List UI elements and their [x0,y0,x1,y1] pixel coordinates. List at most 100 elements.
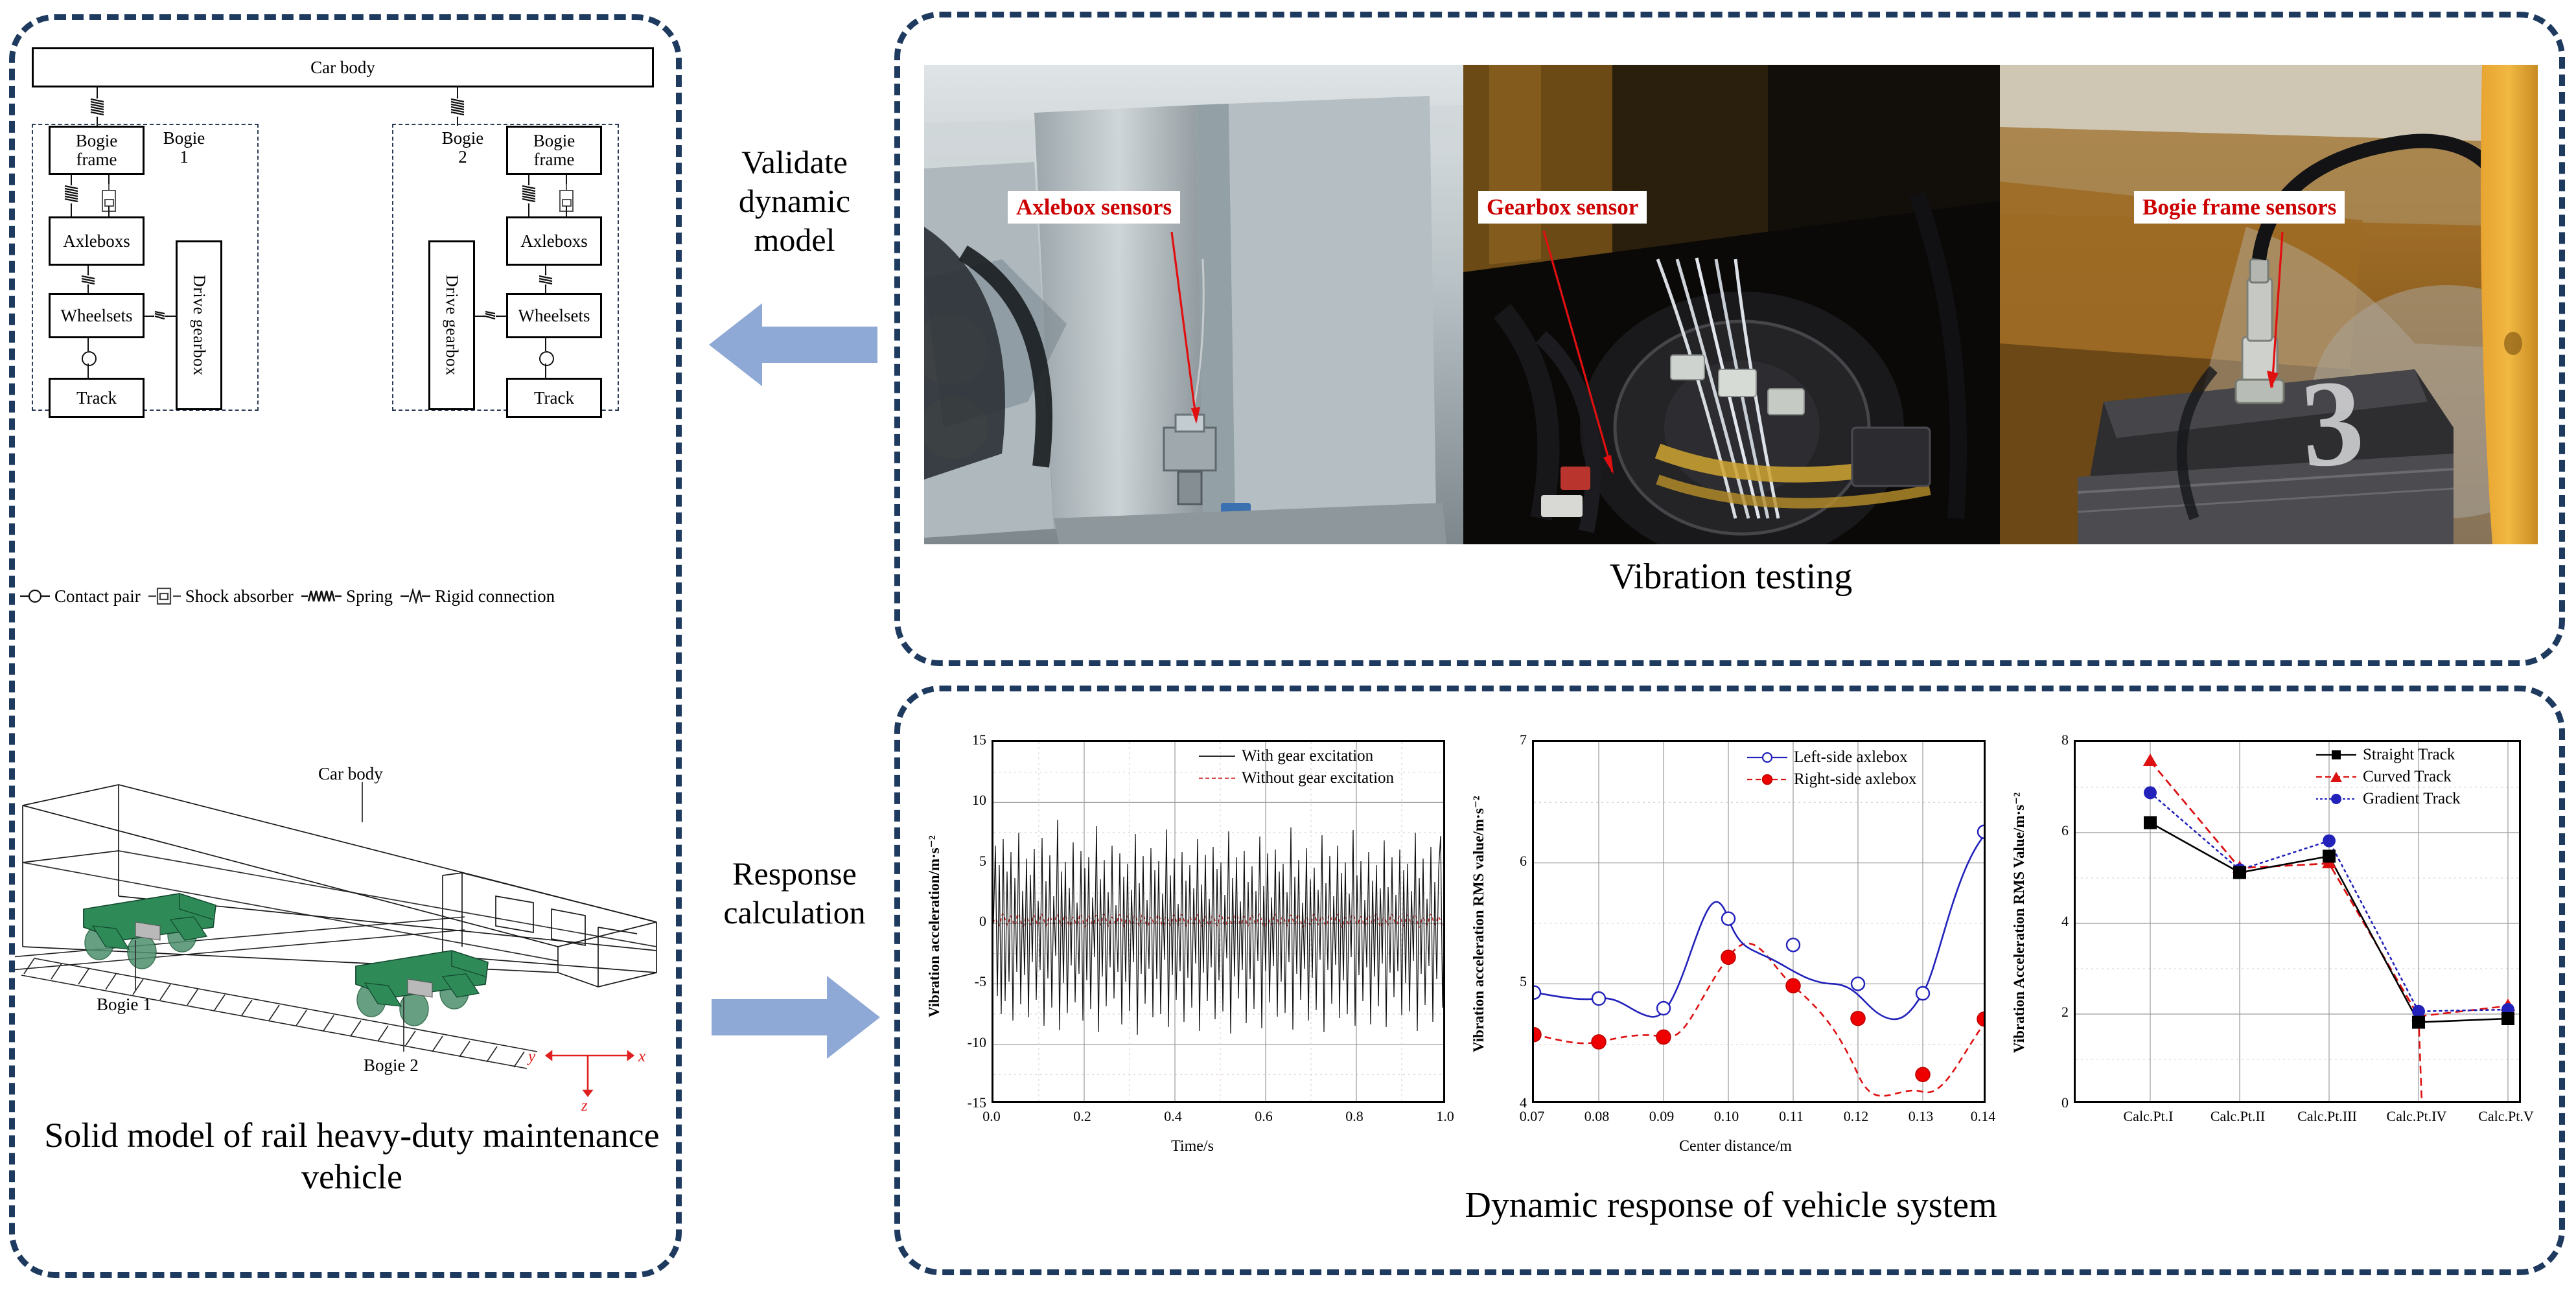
link-frame1-spring [71,175,72,185]
legend-item-rigid-connection: Rigid connection [400,586,555,607]
chart3-ytick-8: 8 [2061,732,2069,748]
response-connector-label: Response calculation [723,855,866,930]
chart2-legend-item-1: Right-side axlebox [1747,768,1917,791]
photo-tag-gearbox-sensor: Gearbox sensor [1479,192,1647,223]
chart2-ytick-4: 4 [1520,1094,1527,1111]
axis-label-x: x [638,1048,646,1065]
photo-bogie-frame-sensors: 3 Bogie frame sensors [2000,65,2538,544]
spring-icon-secondary-2 [450,97,465,119]
chart3-markers-straight [2144,816,2514,1029]
chart1-xlabel: Time/s [1171,1138,1214,1155]
photo-gearbox-art [1463,65,2000,544]
spring-icon-primary-2 [522,183,536,205]
arrow-left-icon [709,303,877,386]
link-rigid2-wheelset2 [545,286,546,293]
validate-connector-label: Validate dynamic model [738,144,851,258]
chart-time-history: Vibration acceleration/m·s⁻² [920,719,1465,1173]
link-damper1-axlebox1 [108,206,110,216]
legend-item-shock-absorber: Shock absorber [148,585,294,607]
chart-calc-point-rms: Vibration Acceleration RMS Value/m·s⁻² [2006,719,2544,1173]
legend-swatch-solid-black [1199,756,1235,757]
chart1-ytick--5: -5 [974,973,986,989]
chart3-ytick-6: 6 [2061,822,2069,838]
block-track-1: Track [49,378,145,418]
chart3-legend-item-0: Straight Track [2316,744,2461,766]
solid-label-car-body: Car body [318,764,383,783]
link-spring2-axlebox2 [528,205,529,216]
link-frame1-damper [108,175,110,185]
chart2-xtick-4: 0.11 [1779,1108,1804,1124]
rigid-connection-icon-2 [539,273,553,287]
block-drive-gearbox-1: Drive gearbox [176,240,222,410]
legend-label-shock-absorber: Shock absorber [185,586,294,606]
link-axlebox1-rigid [87,266,89,273]
spring-icon-secondary-1 [90,97,104,119]
chart2-markers-left [1534,824,1984,1016]
photo-bogie-frame-art: 3 [2000,65,2538,544]
link-gearbox2-out [475,316,485,317]
block-bogie-frame-2: Bogie frame [506,126,602,175]
chart2-ylabel: Vibration acceleration RMS value/m·s⁻² [1470,796,1487,1052]
rigid-connection-icon-1 [81,273,95,287]
link-spring1-axlebox1 [71,205,72,216]
block-wheelsets-1: Wheelsets [49,293,145,338]
chart2-legend-item-0: Left-side axlebox [1747,746,1917,768]
spring-icon-primary-1 [64,183,78,205]
chart2-xtick-2: 0.09 [1649,1108,1675,1124]
chart3-legend-item-1: Curved Track [2316,766,2461,788]
chart3-xtick-4: Calc.Pt.V [2478,1108,2534,1124]
link-frame2-damper [566,175,567,185]
link-spring2-frame2 [457,118,458,126]
model-panel-caption: Solid model of rail heavy-duty maintenan… [44,1116,660,1196]
chart2-ytick-7: 7 [1520,732,1527,748]
chart1-ytick--15: -15 [967,1094,986,1111]
bogie-2-group-label: Bogie 2 [441,128,484,167]
car-body-wireframe [22,784,657,988]
chart1-xtick-3: 0.6 [1255,1108,1273,1124]
link-damper2-axlebox2 [566,206,567,216]
bogie-1-group-boundary [32,124,259,411]
link-spring1-frame1 [97,118,98,126]
coordinate-axes-icon [544,1050,635,1098]
chart3-ytick-2: 2 [2061,1004,2069,1020]
legend-swatch-left-axlebox [1747,752,1787,763]
svg-text:3: 3 [2297,354,2367,494]
photo-tag-axlebox-sensors: Axlebox sensors [1008,192,1180,223]
validate-connector: Validate dynamic model [697,143,892,467]
chart1-ytick-5: 5 [979,853,986,869]
chart3-canvas [2076,742,2519,1101]
chart1-ytick-0: 0 [979,913,986,929]
link-gearbox2-wheelset [497,316,506,317]
link-carbody-bogie2 [457,87,458,98]
block-bogie-frame-1-text: Bogie frame [75,131,118,169]
model-panel: Car body Bogie Bogie frame Bogie 1 [9,14,682,1278]
photo-axlebox-sensors: Axlebox sensors [924,65,1463,544]
spring-icon [301,590,342,602]
chart1-legend-item-1: Without gear excitation [1199,767,1394,789]
link-wheelset2-contact [545,338,546,351]
solid-label-bogie-1: Bogie 1 [97,995,152,1014]
testing-photo-strip: Axlebox sensors [924,65,2538,544]
testing-panel-caption: Vibration testing [1609,557,1853,597]
chart1-plot-area [992,740,1445,1103]
chart1-xtick-4: 0.8 [1345,1108,1363,1124]
axis-label-z: z [581,1097,588,1115]
legend-swatch-gradient-track [2316,794,2356,804]
chart1-ylabel: Vibration acceleration/m·s⁻² [926,835,942,1018]
block-wheelsets-2: Wheelsets [506,293,602,338]
chart3-xtick-1: Calc.Pt.II [2210,1108,2266,1124]
legend-label-contact-pair: Contact pair [54,586,141,606]
photo-gearbox-sensor: Gearbox sensor [1463,65,2000,544]
chart1-series-with-gear [993,819,1443,1035]
block-drive-gearbox-2: Drive gearbox [428,240,475,410]
chart3-legend: Straight Track Curved Track Gradient Tra… [2316,744,2461,810]
chart3-legend-item-2: Gradient Track [2316,788,2461,810]
block-axleboxs-1: Axleboxs [49,216,145,266]
chart2-legend: Left-side axlebox Right-side axlebox [1747,746,1917,791]
chart2-xtick-6: 0.13 [1908,1108,1934,1124]
legend-swatch-dashed-red [1199,778,1235,779]
chart1-canvas [993,742,1443,1101]
solid-model-illustration: Car body Bogie 1 Bogie 2 x y z [10,668,688,1135]
chart1-legend: With gear excitation Without gear excita… [1199,745,1394,789]
bogie-2-group-boundary [392,124,619,411]
